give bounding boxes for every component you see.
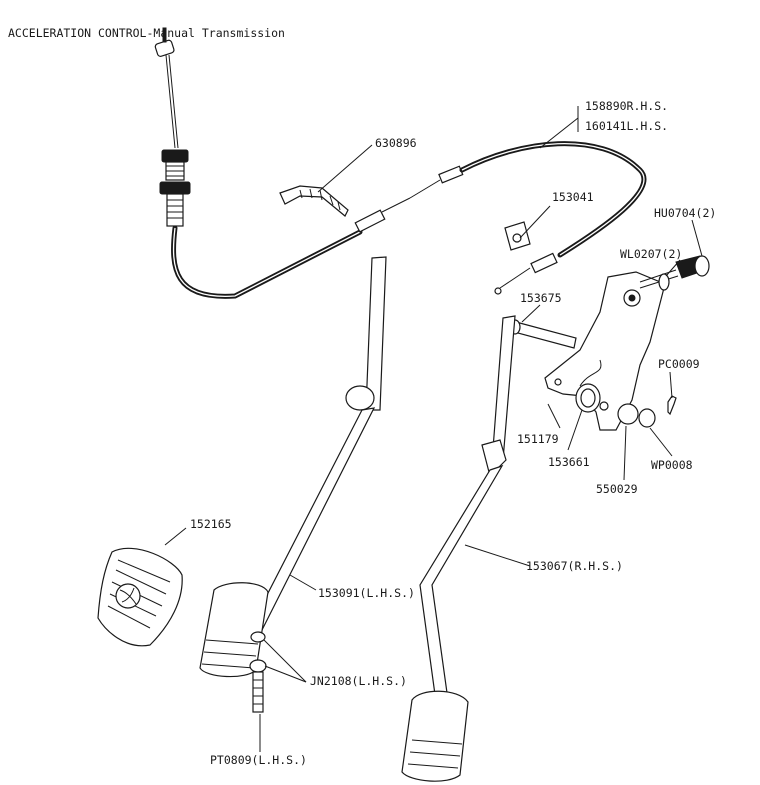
label-153067: 153067(R.H.S.): [526, 559, 623, 573]
pedal-bracket-151179: [544, 271, 666, 431]
label-hu0704: HU0704(2): [654, 206, 716, 220]
label-cable-rhs: 158890R.H.S.: [585, 99, 668, 113]
bolt-pt0809: [249, 659, 267, 713]
leader-lines: [164, 106, 703, 752]
return-spring-153661: [575, 359, 602, 413]
trunnion-153041: [504, 221, 531, 251]
cable-clip-630896: [279, 185, 349, 217]
label-151179: 151179: [517, 432, 559, 446]
washer-wl0207: [658, 273, 670, 291]
pedal-rhs-153067: [401, 315, 516, 782]
label-wl0207: WL0207(2): [620, 247, 682, 261]
washer-wp0008: [638, 408, 656, 428]
label-152165: 152165: [190, 517, 232, 531]
label-jn2108: JN2108(L.H.S.): [310, 674, 407, 688]
label-153661: 153661: [548, 455, 590, 469]
nut-jn2108: [250, 631, 266, 643]
pedal-lhs-153091: [199, 256, 387, 678]
label-153675: 153675: [520, 291, 562, 305]
label-pt0809: PT0809(L.H.S.): [210, 753, 307, 767]
diagram-title: ACCELERATION CONTROL-Manual Transmission: [8, 26, 285, 40]
washer-550029: [617, 403, 639, 425]
label-153041: 153041: [552, 190, 594, 204]
throttle-cable-assembly: [154, 27, 647, 299]
label-550029: 550029: [596, 482, 638, 496]
label-wp0008: WP0008: [651, 458, 693, 472]
split-pin-pc0009: [667, 395, 677, 416]
pedal-pad-152165: [97, 547, 183, 647]
label-cable-lhs: 160141L.H.S.: [585, 119, 668, 133]
label-153091: 153091(L.H.S.): [318, 586, 415, 600]
pivot-pin-153675: [509, 319, 577, 349]
label-630896: 630896: [375, 136, 417, 150]
label-pc0009: PC0009: [658, 357, 700, 371]
